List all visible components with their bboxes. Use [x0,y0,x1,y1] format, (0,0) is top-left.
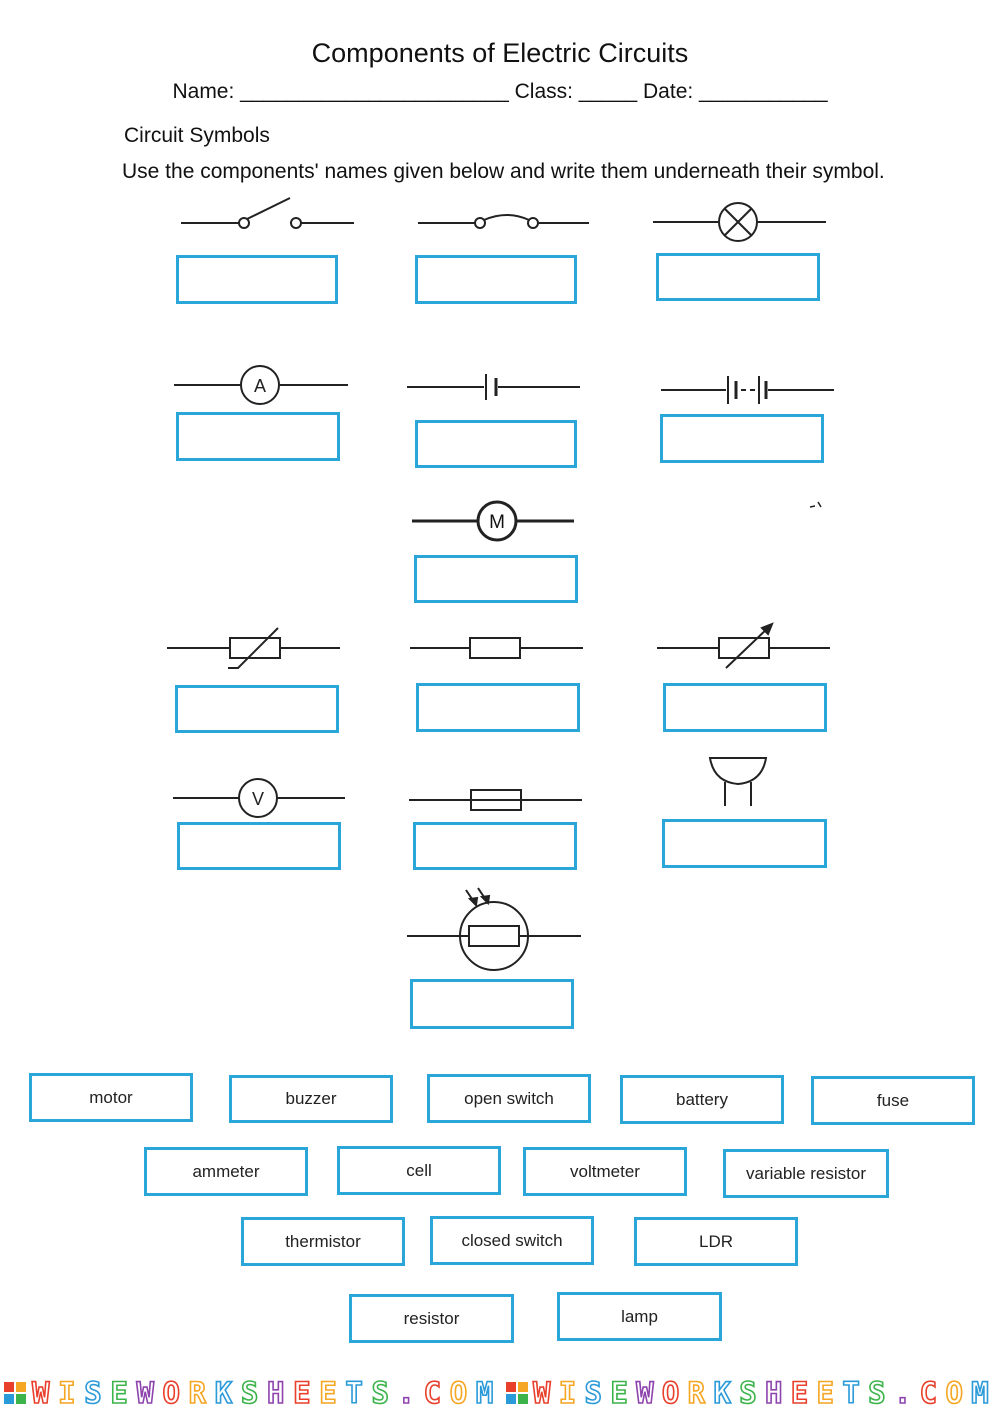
motor-symbol: M [412,500,574,542]
answer-box-cell[interactable] [415,420,577,468]
watermark-letter: E [610,1375,629,1411]
ammeter-symbol: A [174,365,348,405]
page-title: Components of Electric Circuits [311,38,689,68]
word-card-motor[interactable]: motor [29,1073,193,1122]
cell-symbol [407,374,580,400]
word-card-thermistor[interactable]: thermistor [241,1217,405,1266]
watermark-letter: E [816,1375,836,1411]
watermark-letter: W [532,1375,552,1411]
answer-box-ldr[interactable] [410,979,574,1029]
voltmeter-letter: V [252,789,264,809]
watermark-letter: E [292,1375,312,1411]
watermark-letter: S [371,1375,390,1411]
answer-box-battery[interactable] [660,414,824,463]
resistor-symbol [410,637,583,659]
watermark-letter: R [188,1375,208,1411]
watermark-letter: O [162,1375,182,1411]
answer-box-fuse[interactable] [413,822,577,870]
watermark-letter: K [713,1375,732,1411]
word-card-ammeter[interactable]: ammeter [144,1147,308,1196]
stray-mark [809,501,822,508]
motor-letter: M [489,512,505,533]
word-card-lamp[interactable]: lamp [557,1292,722,1341]
name-class-date-line: Name: _______________________ Class: ___… [172,80,828,103]
fuse-symbol [409,789,582,811]
watermark-letter: E [790,1375,810,1411]
watermark-letter: H [764,1375,784,1411]
word-card-voltmeter[interactable]: voltmeter [523,1147,687,1196]
ammeter-letter: A [254,376,266,396]
section-heading: Circuit Symbols [124,124,270,147]
watermark-letter: I [558,1375,578,1411]
watermark-letter: E [110,1375,129,1411]
logo-icon-left [4,1382,26,1404]
watermark-letter: . [893,1375,913,1411]
word-card-closed-switch[interactable]: closed switch [430,1216,594,1265]
word-card-cell[interactable]: cell [337,1146,501,1195]
watermark-letter: W [31,1375,51,1411]
variable-resistor-symbol [657,622,830,669]
logo-icon-right [506,1382,528,1404]
watermark-letter: M [970,1375,990,1411]
watermark-letter: S [240,1375,260,1411]
answer-box-open-switch[interactable] [176,255,338,304]
word-card-variable-resistor[interactable]: variable resistor [723,1149,889,1198]
answer-box-closed-switch[interactable] [415,255,577,304]
watermark-letter: E [318,1375,338,1411]
answer-box-buzzer[interactable] [662,819,827,868]
watermark-letter: M [475,1375,495,1411]
watermark-letter: O [661,1375,681,1411]
answer-box-ammeter[interactable] [176,412,340,461]
buzzer-symbol [708,757,768,806]
instructions: Use the components' names given below an… [122,160,885,183]
watermark-letter: W [136,1375,155,1411]
thermistor-symbol [167,627,340,669]
battery-symbol [661,376,834,404]
watermark-letter: S [83,1375,103,1411]
lamp-symbol [653,202,826,242]
watermark-letter: C [423,1375,443,1411]
watermark-letter: R [687,1375,707,1411]
ldr-symbol [407,887,581,971]
word-card-resistor[interactable]: resistor [349,1294,514,1343]
watermark-letter: H [266,1375,286,1411]
answer-box-lamp[interactable] [656,253,820,301]
watermark-letter: T [345,1375,364,1411]
word-card-ldr[interactable]: LDR [634,1217,798,1266]
word-card-open-switch[interactable]: open switch [427,1074,591,1123]
watermark-letter: . [397,1375,417,1411]
watermark-letter: S [738,1375,758,1411]
open-switch-symbol [181,197,354,229]
voltmeter-symbol: V [173,778,345,818]
watermark-letter: S [867,1375,887,1411]
watermark-letter: S [584,1375,604,1411]
watermark-letter: O [945,1375,964,1411]
word-card-battery[interactable]: battery [620,1075,784,1124]
closed-switch-symbol [418,214,589,229]
answer-box-voltmeter[interactable] [177,822,341,870]
watermark-letter: O [449,1375,469,1411]
answer-box-motor[interactable] [414,555,578,603]
watermark-letter: T [842,1375,861,1411]
watermark-letter: K [214,1375,234,1411]
word-card-fuse[interactable]: fuse [811,1076,975,1125]
answer-box-thermistor[interactable] [175,685,339,733]
word-card-buzzer[interactable]: buzzer [229,1075,393,1123]
watermark-letter: I [57,1375,77,1411]
watermark-letter: W [635,1375,655,1411]
answer-box-variable-resistor[interactable] [663,683,827,732]
watermark-logo [4,1382,528,1404]
watermark-letter: C [919,1375,939,1411]
answer-box-resistor[interactable] [416,683,580,732]
circuit-symbols: A M [167,197,834,971]
